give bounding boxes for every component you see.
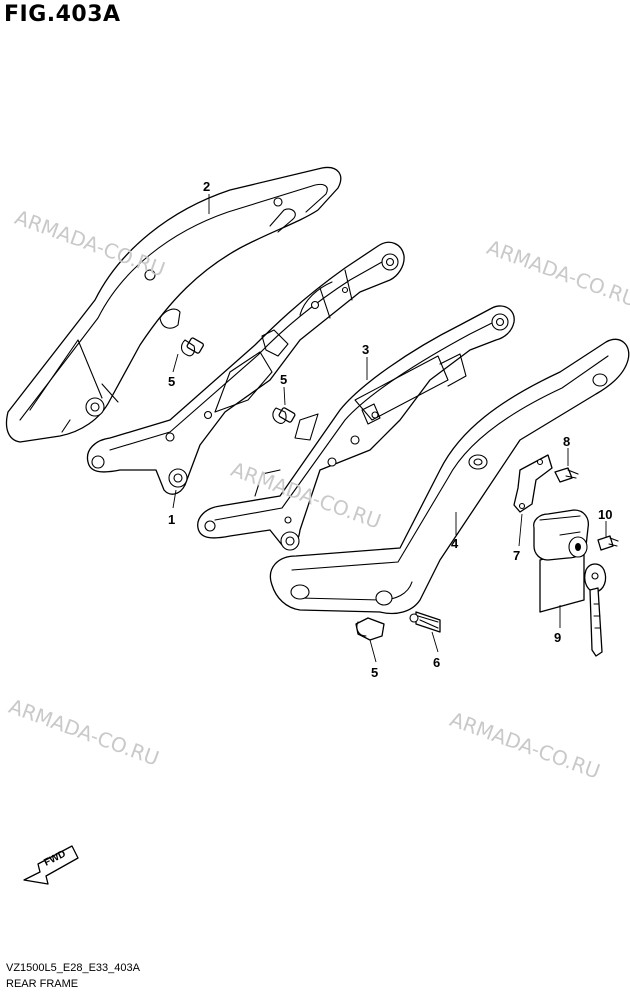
callout-2: 2 bbox=[203, 179, 210, 194]
callout-6: 6 bbox=[433, 655, 440, 670]
callout-5-middle: 5 bbox=[280, 372, 287, 387]
callout-7: 7 bbox=[513, 548, 520, 563]
bolt-8 bbox=[554, 467, 579, 483]
bolt-5-lower bbox=[355, 617, 385, 641]
callout-5-lower: 5 bbox=[371, 665, 378, 680]
bolt-10 bbox=[597, 535, 619, 551]
callout-8: 8 bbox=[563, 434, 570, 449]
part-7-bracket bbox=[513, 454, 553, 513]
callouts: 2 5 1 5 3 8 4 7 10 9 5 6 bbox=[168, 179, 612, 680]
bolt-5-middle bbox=[272, 407, 296, 424]
callout-10: 10 bbox=[598, 507, 612, 522]
part-3-right-frame bbox=[197, 305, 515, 551]
part-9-helmet-lock bbox=[533, 509, 607, 657]
callout-9: 9 bbox=[554, 630, 561, 645]
leader-lines bbox=[172, 194, 607, 663]
fwd-arrow: FWD bbox=[23, 845, 79, 885]
figure-title: FIG.403A bbox=[4, 2, 121, 27]
callout-3: 3 bbox=[362, 342, 369, 357]
part-1-left-frame bbox=[86, 241, 405, 495]
bolt-5-upper bbox=[180, 337, 204, 357]
figure-name: REAR FRAME bbox=[6, 978, 79, 990]
bolt-6 bbox=[409, 611, 441, 633]
part-2-frame-cover bbox=[5, 166, 342, 443]
figure-code: VZ1500L5_E28_E33_403A bbox=[6, 962, 140, 974]
callout-5-upper: 5 bbox=[168, 374, 175, 389]
part-4-side-cover bbox=[269, 338, 630, 615]
callout-1: 1 bbox=[168, 512, 175, 527]
callout-4: 4 bbox=[451, 536, 459, 551]
